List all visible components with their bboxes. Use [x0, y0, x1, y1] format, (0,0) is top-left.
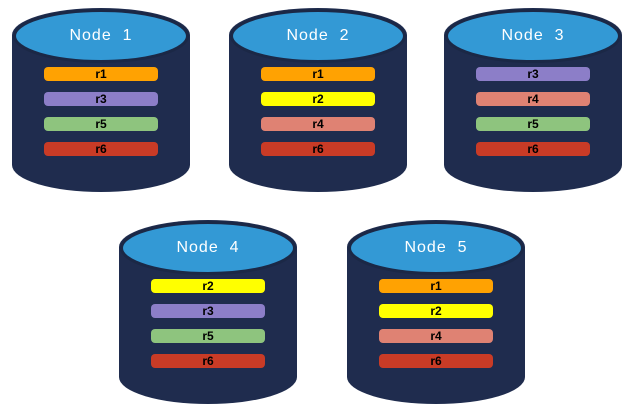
- replica-bar: r2: [379, 304, 493, 318]
- cylinder-top-ellipse: [348, 221, 524, 275]
- cylinder-top-ellipse: [445, 9, 621, 63]
- replica-bar: r5: [476, 117, 590, 131]
- cylinder-top-ellipse: [230, 9, 406, 63]
- node-title: Node 5: [404, 239, 468, 256]
- replica-bar: r1: [379, 279, 493, 293]
- replica-bar: r6: [261, 142, 375, 156]
- replica-bar: r1: [261, 67, 375, 81]
- node-cylinder: Node 3 r3 r4 r5 r6: [444, 8, 622, 192]
- node-title: Node 3: [501, 27, 565, 44]
- replica-bar-list: r1 r2 r4 r6: [261, 67, 375, 167]
- node-title: Node 2: [286, 27, 350, 44]
- replica-bar: r4: [476, 92, 590, 106]
- replica-bar: r2: [261, 92, 375, 106]
- node-cylinder: Node 5 r1 r2 r4 r6: [347, 220, 525, 404]
- replica-bar: r4: [261, 117, 375, 131]
- replica-bar: r6: [151, 354, 265, 368]
- node-title: Node 1: [69, 27, 133, 44]
- cylinder-top-ellipse: [120, 221, 296, 275]
- replica-bar: r5: [151, 329, 265, 343]
- replica-bar: r6: [476, 142, 590, 156]
- replica-bar-list: r1 r3 r5 r6: [44, 67, 158, 167]
- replica-bar-list: r3 r4 r5 r6: [476, 67, 590, 167]
- replica-bar: r3: [476, 67, 590, 81]
- node-cylinder: Node 2 r1 r2 r4 r6: [229, 8, 407, 192]
- node-cylinder: Node 4 r2 r3 r5 r6: [119, 220, 297, 404]
- replica-bar: r6: [379, 354, 493, 368]
- replica-bar: r3: [44, 92, 158, 106]
- replica-bar: r4: [379, 329, 493, 343]
- replica-bar: r3: [151, 304, 265, 318]
- replica-bar-list: r1 r2 r4 r6: [379, 279, 493, 379]
- node-title: Node 4: [176, 239, 240, 256]
- replica-bar: r2: [151, 279, 265, 293]
- replica-bar-list: r2 r3 r5 r6: [151, 279, 265, 379]
- replica-bar: r5: [44, 117, 158, 131]
- node-cylinder: Node 1 r1 r3 r5 r6: [12, 8, 190, 192]
- cylinder-top-ellipse: [13, 9, 189, 63]
- replica-bar: r6: [44, 142, 158, 156]
- replica-bar: r1: [44, 67, 158, 81]
